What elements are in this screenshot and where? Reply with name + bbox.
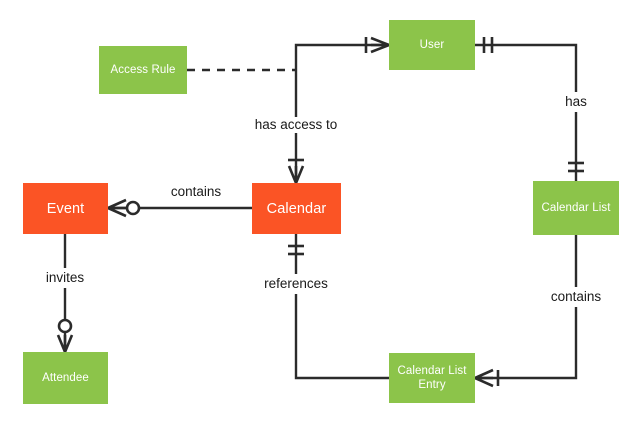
entity-attendee-label: Attendee xyxy=(42,372,89,384)
connector-user-has-calendar-list xyxy=(475,43,578,92)
edge-label-invites: invites xyxy=(42,270,88,286)
edge-label-has-access-to: has access to xyxy=(251,117,341,133)
edge-label-references: references xyxy=(261,276,331,292)
cardinality-crowsfoot-user-left xyxy=(370,36,390,54)
cardinality-crowsfoot-event-right xyxy=(107,198,127,218)
cardinality-crowsfoot-entry-right xyxy=(474,368,494,388)
cardinality-circle-attendee-top xyxy=(57,318,73,334)
entity-calendar-list-entry[interactable]: Calendar List Entry xyxy=(389,353,475,403)
cardinality-circle-event-right xyxy=(125,200,141,216)
entity-event[interactable]: Event xyxy=(23,183,108,234)
entity-user-label: User xyxy=(419,39,445,51)
entity-calendar-list-entry-line1: Calendar List xyxy=(397,365,467,377)
entity-access-rule-label: Access Rule xyxy=(110,64,176,76)
entity-attendee[interactable]: Attendee xyxy=(23,352,108,404)
entity-calendar[interactable]: Calendar xyxy=(252,183,341,234)
cardinality-crowsfoot-attendee-top xyxy=(56,334,74,353)
entity-calendar-list[interactable]: Calendar List xyxy=(533,181,619,235)
edge-label-contains-list-entry: contains xyxy=(547,289,605,305)
entity-calendar-label: Calendar xyxy=(266,200,327,217)
entity-calendar-list-label: Calendar List xyxy=(541,202,611,214)
connector-user-has-access-to xyxy=(294,43,389,137)
connector-references-to-entry xyxy=(294,294,389,380)
connector-contains-to-entry xyxy=(475,307,578,380)
entity-event-label: Event xyxy=(46,200,85,217)
entity-calendar-list-entry-line2: Entry xyxy=(418,379,446,391)
entity-access-rule[interactable]: Access Rule xyxy=(99,46,187,94)
entity-calendar-list-entry-label: Calendar List Entry xyxy=(397,364,466,392)
edge-label-contains-event-calendar: contains xyxy=(167,184,225,200)
edge-label-has: has xyxy=(562,94,590,110)
entity-user[interactable]: User xyxy=(389,20,475,70)
cardinality-crowsfoot-calendar-top xyxy=(287,165,305,184)
